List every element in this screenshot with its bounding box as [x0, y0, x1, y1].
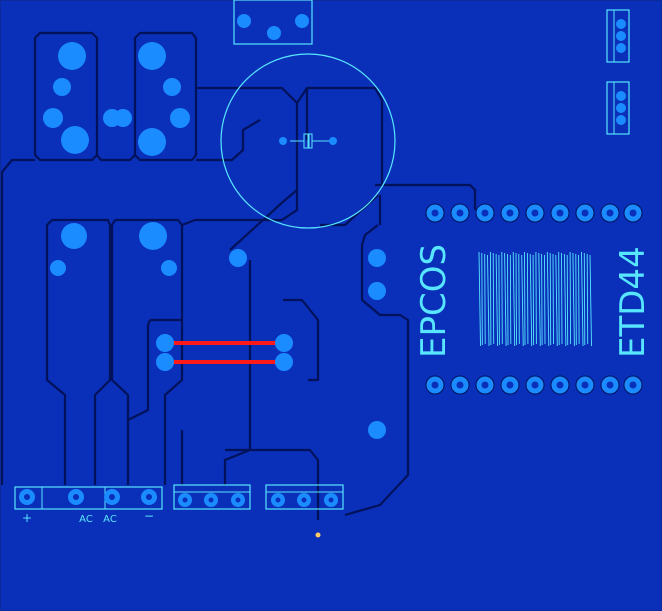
- label-minus: −: [144, 509, 154, 523]
- winding-line: [487, 254, 490, 347]
- winding-line: [504, 252, 507, 347]
- transformer-pins-bottom: [425, 375, 643, 395]
- winding-line: [509, 254, 512, 345]
- transformer-core-label: ETD44: [613, 246, 653, 358]
- label-ac1: AC: [79, 514, 93, 525]
- capacitor-outline: [220, 53, 396, 229]
- transformer-pin-holes-bottom: [431, 381, 637, 389]
- winding-line: [575, 253, 577, 346]
- transformer-winding: [478, 251, 592, 347]
- winding-line: [572, 252, 575, 347]
- winding-line: [552, 253, 554, 345]
- winding-line: [489, 251, 492, 346]
- winding-line: [492, 252, 495, 345]
- terminal-block-mid: [173, 484, 251, 510]
- terminal-block-power: [14, 486, 163, 510]
- winding-line: [569, 251, 572, 345]
- winding-line: [507, 253, 509, 346]
- copper-traces: [0, 31, 477, 520]
- winding-line: [589, 254, 592, 347]
- winding-line: [521, 254, 524, 347]
- winding-line: [563, 253, 567, 347]
- winding-line: [512, 251, 516, 347]
- winding-line: [481, 252, 483, 346]
- header-top-right: [606, 9, 630, 63]
- winding-line: [538, 252, 541, 347]
- winding-line: [524, 251, 526, 346]
- winding-line: [515, 252, 517, 346]
- winding-line: [529, 253, 533, 347]
- winding-line: [478, 251, 481, 347]
- winding-line: [501, 251, 503, 345]
- origin-marker: [315, 532, 321, 538]
- winding-line: [578, 254, 580, 345]
- winding-line: [544, 254, 546, 345]
- pads-lower-left: [50, 222, 386, 439]
- label-ac2: AC: [103, 514, 117, 525]
- winding-line: [558, 251, 560, 346]
- pads-upper-left: [43, 42, 190, 156]
- transformer-brand-label: EPCOS: [414, 244, 454, 358]
- jumper-wires: [156, 334, 293, 371]
- terminal-block-right: [265, 484, 344, 510]
- winding-line: [581, 251, 584, 347]
- winding-line: [549, 252, 552, 346]
- label-plus: +: [22, 511, 32, 525]
- winding-line: [526, 252, 529, 345]
- header-mid-right: [606, 81, 630, 135]
- winding-line: [532, 254, 535, 346]
- winding-line: [586, 253, 589, 345]
- winding-line: [518, 253, 520, 345]
- winding-line: [535, 251, 537, 345]
- winding-line: [583, 252, 586, 346]
- top-connector: [233, 0, 313, 45]
- winding-line: [498, 254, 500, 346]
- winding-line: [495, 253, 499, 347]
- winding-line: [484, 253, 486, 345]
- transformer-pin-holes-top: [431, 209, 637, 217]
- winding-line: [561, 252, 563, 345]
- winding-line: [566, 254, 569, 346]
- winding-line: [546, 251, 550, 347]
- winding-line: [555, 254, 558, 347]
- winding-line: [541, 253, 543, 346]
